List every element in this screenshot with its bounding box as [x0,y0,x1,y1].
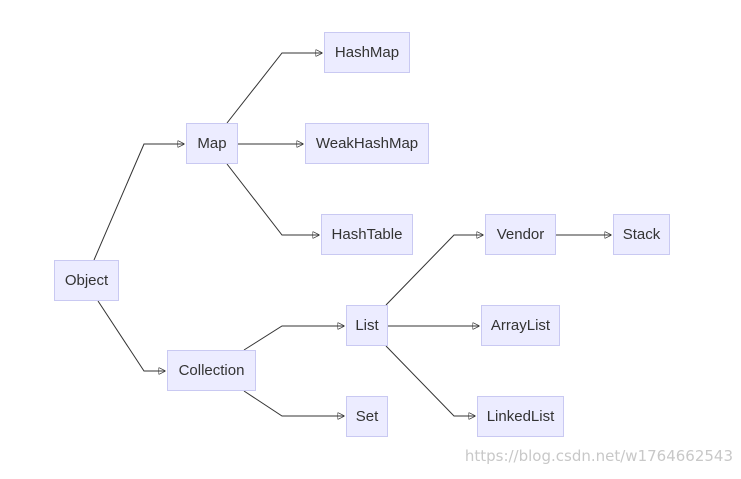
edge-collection-set [243,390,344,416]
node-hashtable: HashTable [321,214,413,255]
node-stack: Stack [613,214,670,255]
node-arraylist-label: ArrayList [490,317,551,334]
node-vendor: Vendor [485,214,556,255]
node-weakhashmap-label: WeakHashMap [315,135,419,152]
edge-list-vendor [385,235,483,306]
node-stack-label: Stack [622,226,661,243]
node-arraylist: ArrayList [481,305,560,346]
node-list-label: List [355,317,379,334]
watermark-url: https://blog.csdn.net/w1764662543 [464,447,733,465]
node-map: Map [186,123,238,164]
node-hashmap-label: HashMap [334,44,400,61]
node-linkedlist: LinkedList [477,396,564,437]
node-collection: Collection [167,350,256,391]
edge-map-hashtable [226,163,319,235]
node-linkedlist-label: LinkedList [486,408,555,425]
node-vendor-label: Vendor [496,226,545,243]
edge-collection-list [243,326,344,351]
node-hashtable-label: HashTable [331,226,403,243]
edge-object-map [93,144,184,261]
node-weakhashmap: WeakHashMap [305,123,429,164]
node-object-label: Object [64,272,109,289]
node-hashmap: HashMap [324,32,410,73]
edge-list-linkedlist [385,345,475,416]
node-set-label: Set [355,408,379,425]
node-list: List [346,305,388,346]
edge-object-collection [97,300,165,371]
node-set: Set [346,396,388,437]
node-object: Object [54,260,119,301]
node-collection-label: Collection [178,362,245,379]
node-map-label: Map [197,135,227,152]
edge-map-hashmap [226,53,322,124]
